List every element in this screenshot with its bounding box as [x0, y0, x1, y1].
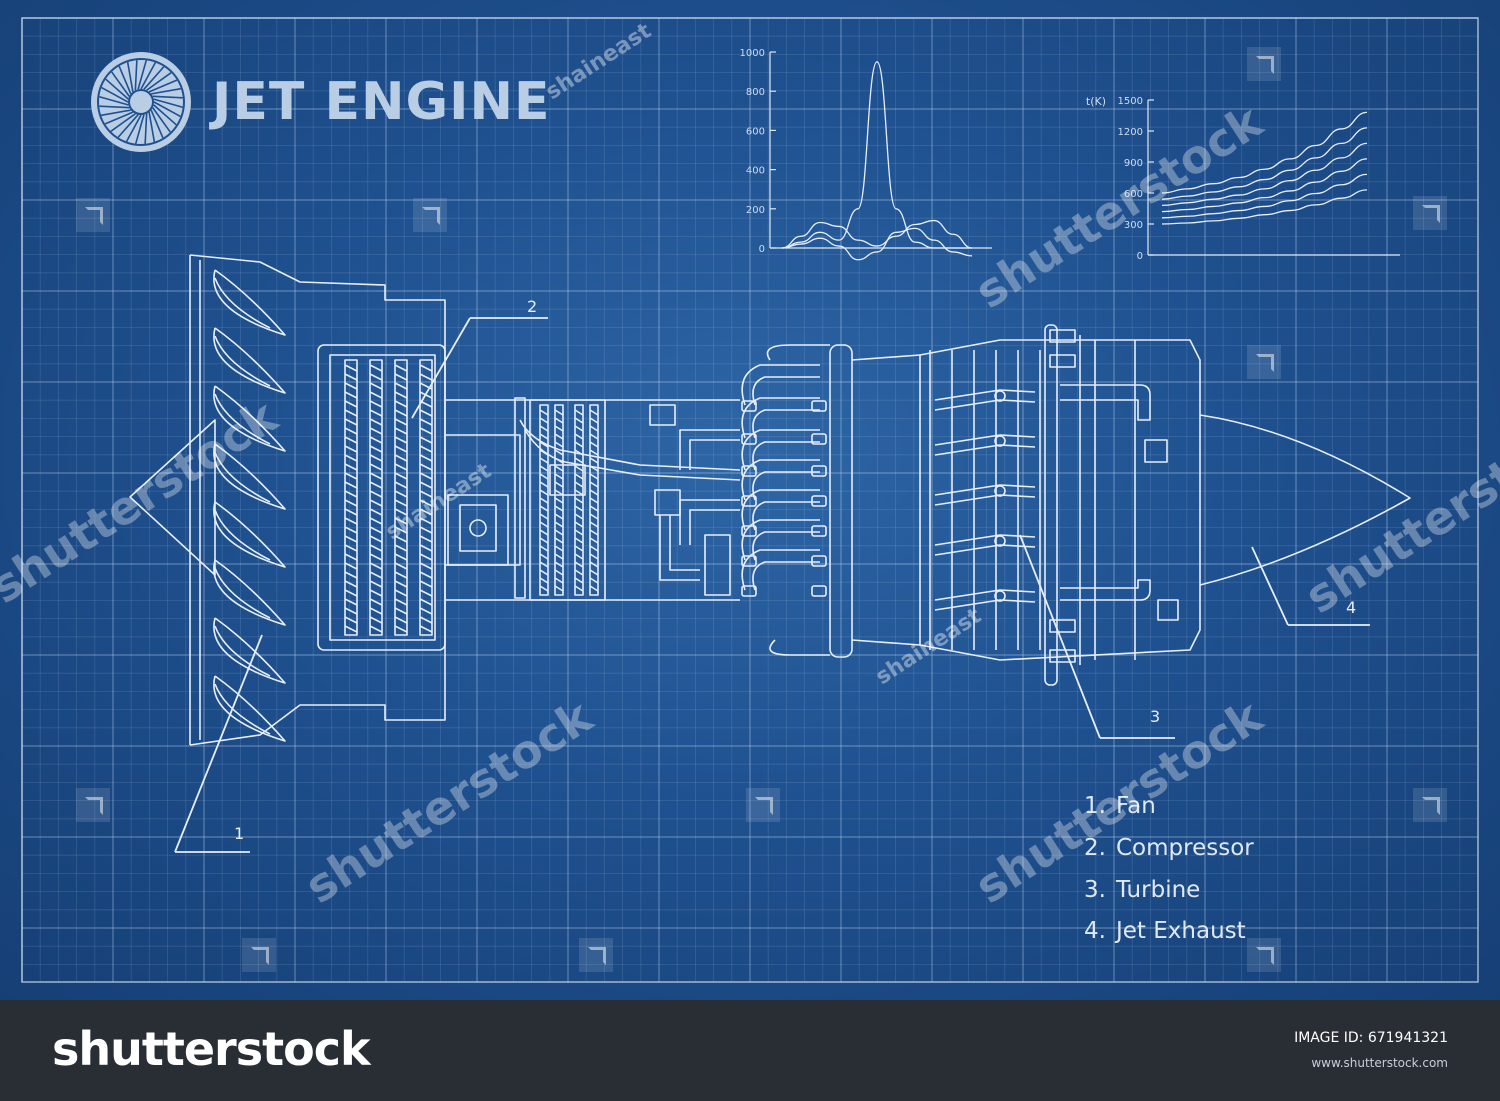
shutterstock-icon — [746, 788, 780, 822]
callout-3: 3 — [1150, 707, 1161, 726]
tick-label: 1500 — [1118, 96, 1143, 107]
tick-label: 0 — [1137, 251, 1143, 262]
shutterstock-icon — [1413, 196, 1447, 230]
tick-label: 600 — [746, 126, 765, 137]
tick-label: 400 — [746, 166, 765, 177]
shutterstock-icon — [413, 198, 447, 232]
footer-logo: shutterstock — [52, 1022, 371, 1076]
series-line — [1161, 142, 1368, 207]
series-line — [781, 61, 972, 249]
series-line — [1161, 111, 1368, 194]
shutterstock-icon — [1413, 788, 1447, 822]
series-line — [1161, 127, 1368, 200]
tick-label: 300 — [1124, 220, 1143, 231]
image-id: IMAGE ID: 671941321 — [1294, 1030, 1448, 1046]
nose-cone — [129, 419, 216, 576]
tick-label: 200 — [746, 205, 765, 216]
fan-logo-icon — [91, 52, 191, 152]
shutterstock-icon — [242, 938, 276, 972]
fan-blades — [213, 269, 286, 742]
series-line — [781, 227, 973, 261]
core-shaft — [445, 397, 741, 601]
shutterstock-icon — [76, 788, 110, 822]
legend-item: 2.Compressor — [1084, 835, 1254, 861]
exhaust-cone — [1199, 414, 1411, 586]
shutterstock-icon — [76, 198, 110, 232]
compressor — [317, 344, 446, 651]
shutterstock-icon — [1247, 47, 1281, 81]
series-line — [781, 219, 973, 249]
callout-4: 4 — [1346, 598, 1357, 617]
tick-label: 900 — [1124, 158, 1143, 169]
series-line — [1161, 189, 1368, 225]
footer-bar: shutterstock IMAGE ID: 671941321 www.shu… — [0, 1000, 1500, 1101]
legend-item: 4.Jet Exhaust — [1084, 918, 1246, 944]
callout-lines — [174, 317, 1370, 853]
callout-2: 2 — [527, 297, 538, 316]
shutterstock-icon — [1247, 345, 1281, 379]
engine-drawing — [129, 254, 1411, 853]
tick-label: 600 — [1124, 189, 1143, 200]
series-line — [1161, 173, 1368, 219]
tick-label: 0 — [759, 244, 765, 255]
legend-item: 1.Fan — [1084, 793, 1156, 819]
series-line — [1161, 158, 1368, 213]
tick-label: 1200 — [1118, 127, 1143, 138]
page-title: JET ENGINE — [212, 72, 551, 132]
blueprint-grid — [21, 17, 1479, 983]
legend-item: 3.Turbine — [1084, 877, 1201, 903]
turbine — [829, 324, 1201, 686]
combustion-pipes — [741, 344, 830, 656]
shutterstock-icon — [1247, 938, 1281, 972]
chart-temperature-curves: 1500 1200 900 600 300 0 t(K) — [1086, 95, 1400, 262]
chart-temperature-spike: 1000 800 600 400 200 0 — [740, 48, 992, 261]
footer-url: www.shutterstock.com — [1311, 1056, 1448, 1070]
shutterstock-icon — [579, 938, 613, 972]
tick-label: 800 — [746, 87, 765, 98]
axis-label: t(K) — [1086, 95, 1106, 108]
callout-1: 1 — [234, 824, 245, 843]
tick-label: 1000 — [740, 48, 765, 59]
blueprint-canvas: JET ENGINE 1000 800 600 400 200 0 1500 1200 900… — [0, 0, 1500, 1000]
